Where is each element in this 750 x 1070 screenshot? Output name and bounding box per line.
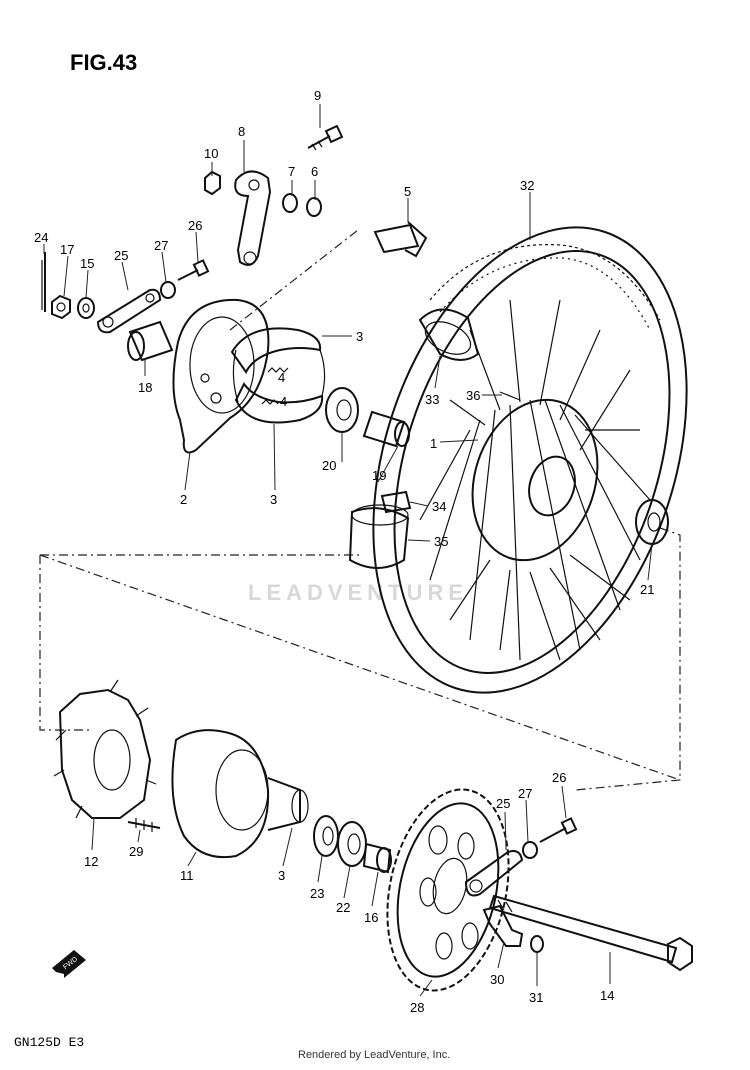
callout-27-lower: 27 xyxy=(518,786,532,801)
callout-12: 12 xyxy=(84,854,98,869)
fwd-arrow-icon: FWD xyxy=(52,950,86,978)
callout-35: 35 xyxy=(434,534,448,549)
part-2-brake-panel xyxy=(172,298,270,454)
part-19-spacer xyxy=(362,410,410,448)
model-code: GN125D E3 xyxy=(14,1035,84,1050)
callout-32: 32 xyxy=(520,178,534,193)
part-11-sprocket-hub xyxy=(171,729,309,858)
reference-frame xyxy=(39,229,681,791)
figure-title: FIG.43 xyxy=(70,50,137,75)
render-credit: Rendered by LeadVenture, Inc. xyxy=(298,1049,450,1061)
callout-17: 17 xyxy=(60,242,74,257)
callout-10: 10 xyxy=(204,146,218,161)
leader-lines xyxy=(43,104,653,997)
part-32-tyre xyxy=(372,226,688,694)
callout-25-lower: 25 xyxy=(496,796,510,811)
callout-3-top: 3 xyxy=(356,329,363,344)
part-36-spoke xyxy=(499,391,521,401)
callout-28: 28 xyxy=(410,1000,424,1015)
callout-7: 7 xyxy=(288,164,295,179)
callout-4-lower: 4 xyxy=(280,394,287,409)
callout-6: 6 xyxy=(311,164,318,179)
part-9-bolt xyxy=(307,124,344,151)
callout-25-upper: 25 xyxy=(114,248,128,263)
callout-11: 11 xyxy=(180,868,194,883)
part-7-washer xyxy=(282,193,298,213)
part-22-bearing xyxy=(337,821,367,867)
part-18-collar xyxy=(127,320,174,362)
part-31-nut xyxy=(530,935,544,953)
callout-33: 33 xyxy=(425,392,439,407)
part-6-washer xyxy=(306,197,322,217)
part-27-nut-lower xyxy=(522,841,538,859)
part-30-chain-adjuster xyxy=(482,904,524,947)
callout-9: 9 xyxy=(314,88,321,103)
callout-3-mid: 3 xyxy=(270,492,277,507)
callout-16: 16 xyxy=(364,910,378,925)
callout-8: 8 xyxy=(238,124,245,139)
watermark: LEADVENTURE xyxy=(248,580,468,605)
part-1-rim-spokes xyxy=(419,299,651,661)
callout-14: 14 xyxy=(600,988,614,1003)
callout-15: 15 xyxy=(80,256,94,271)
part-26-bolt xyxy=(177,259,210,281)
part-5-valve xyxy=(373,221,428,258)
part-8-cam-lever xyxy=(234,170,272,266)
callout-18: 18 xyxy=(138,380,152,395)
part-23-oil-seal xyxy=(313,815,339,857)
part-25-torque-link-lower xyxy=(464,850,524,897)
part-12-cush-rubber xyxy=(53,679,157,819)
callout-5: 5 xyxy=(404,184,411,199)
callout-3-lower: 3 xyxy=(278,868,285,883)
callout-2: 2 xyxy=(180,492,187,507)
part-26-bolt-lower xyxy=(539,817,578,843)
callout-24: 24 xyxy=(34,230,48,245)
part-14-axle xyxy=(488,894,693,972)
part-17-nut xyxy=(51,294,71,320)
part-35-tube-cutaway xyxy=(348,504,410,569)
callout-27-upper: 27 xyxy=(154,238,168,253)
callout-19: 19 xyxy=(372,468,386,483)
callout-26-lower: 26 xyxy=(552,770,566,785)
part-16-spacer xyxy=(362,842,392,874)
part-25-torque-link xyxy=(96,288,162,334)
part-33-tube-cutaway xyxy=(418,308,480,361)
part-3-brake-shoes xyxy=(230,327,326,424)
callout-22: 22 xyxy=(336,900,350,915)
part-20-bearing xyxy=(325,387,359,433)
part-34-rim-band xyxy=(380,490,412,514)
part-15-washer xyxy=(77,297,95,319)
callout-26-upper: 26 xyxy=(188,218,202,233)
part-28-sprocket xyxy=(386,788,510,992)
callout-29: 29 xyxy=(129,844,143,859)
part-24-cotter-pin xyxy=(41,252,46,312)
callout-31: 31 xyxy=(529,990,543,1005)
callout-36: 36 xyxy=(466,388,480,403)
callout-23: 23 xyxy=(310,886,324,901)
callout-30: 30 xyxy=(490,972,504,987)
callout-34: 34 xyxy=(432,499,446,514)
part-21-bearing xyxy=(635,499,669,545)
callout-labels: 9 8 10 7 6 5 32 24 17 15 25 27 26 3 4 4 … xyxy=(34,88,654,1015)
callout-20: 20 xyxy=(322,458,336,473)
callout-21: 21 xyxy=(640,582,654,597)
callout-1: 1 xyxy=(430,436,437,451)
part-29-stud xyxy=(127,818,161,832)
part-27-nut xyxy=(160,281,176,299)
callout-4-upper: 4 xyxy=(278,370,285,385)
